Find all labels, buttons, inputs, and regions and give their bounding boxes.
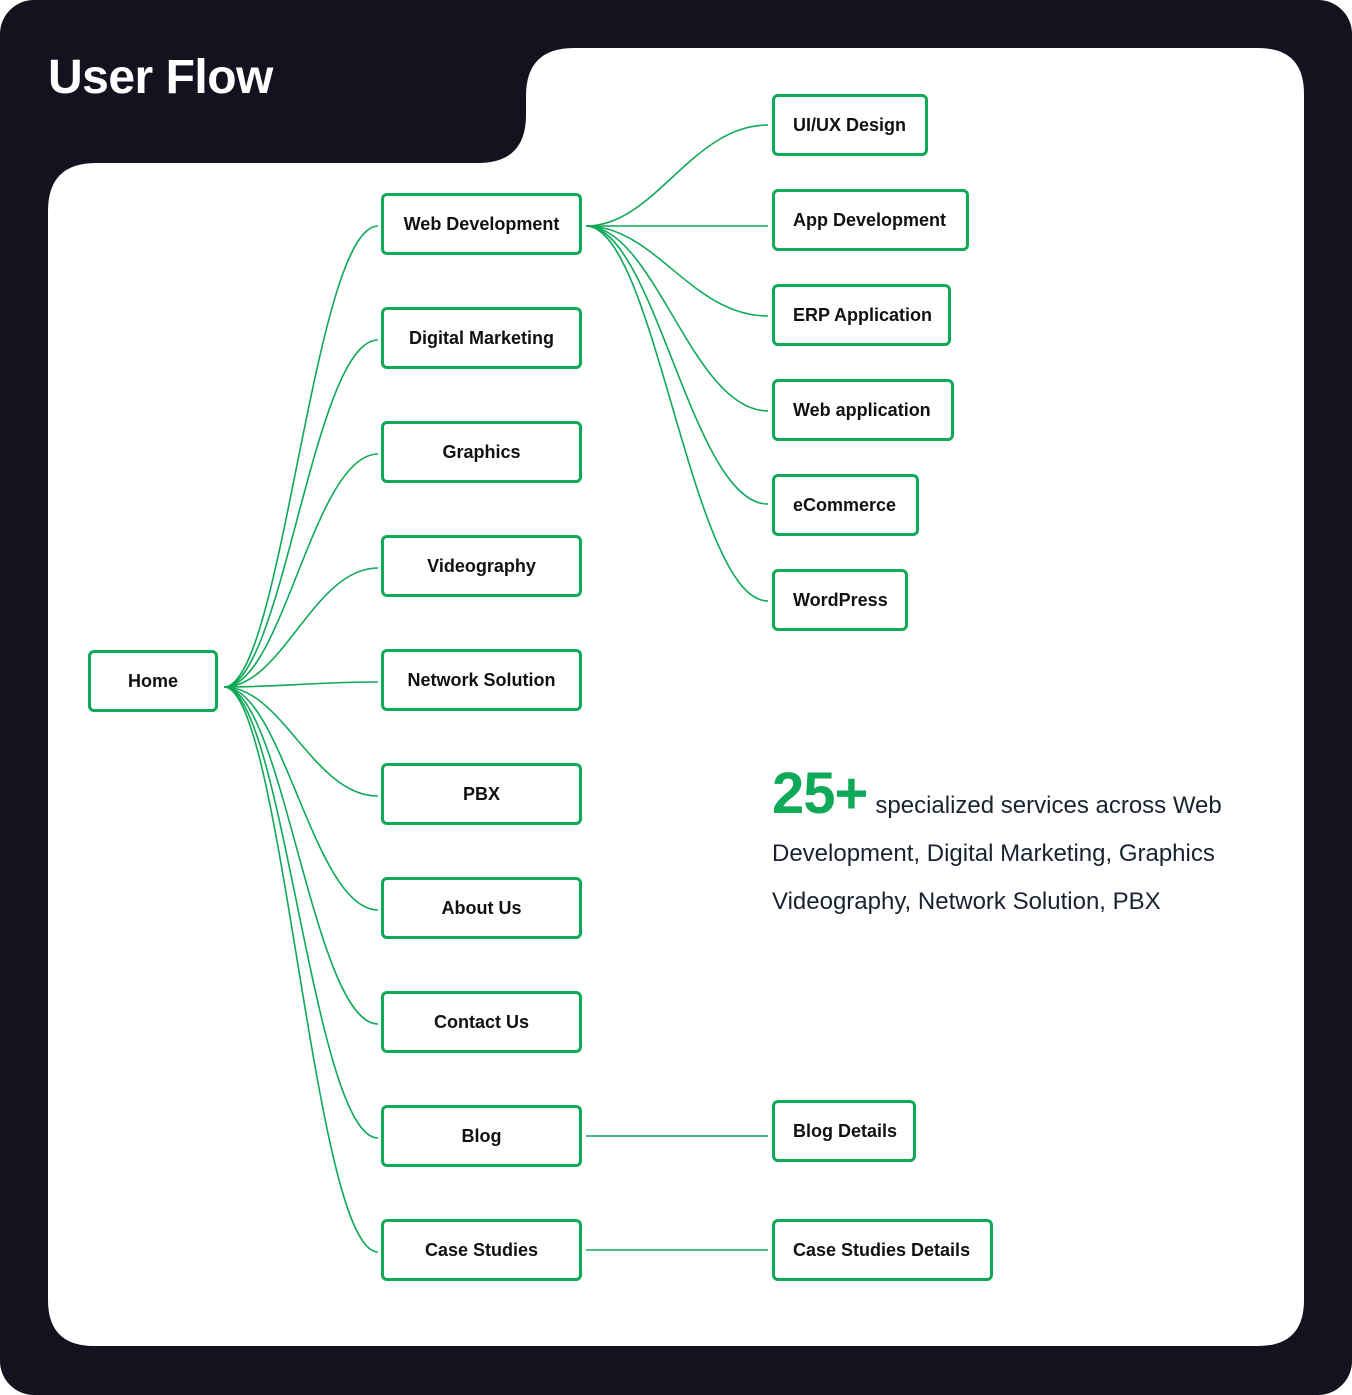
services-summary: 25+specialized services across Web Devel…: [772, 765, 1292, 926]
edge-web-development-to-child-2: [585, 225, 769, 317]
node-contact-us[interactable]: Contact Us: [381, 991, 582, 1053]
node-graphics[interactable]: Graphics: [381, 421, 582, 483]
node-network-solution[interactable]: Network Solution: [381, 649, 582, 711]
edge-home-to-section-7: [223, 686, 379, 1025]
node-web-development[interactable]: Web Development: [381, 193, 582, 255]
node-case-studies[interactable]: Case Studies: [381, 1219, 582, 1281]
page-title: User Flow: [48, 51, 273, 104]
connector-lines: [223, 124, 769, 1253]
edge-home-to-section-1: [223, 339, 379, 688]
edge-web-development-to-child-5: [585, 225, 769, 602]
node-videography[interactable]: Videography: [381, 535, 582, 597]
edge-home-to-section-4: [223, 681, 379, 688]
node-wordpress[interactable]: WordPress: [772, 569, 908, 631]
edge-home-to-section-6: [223, 686, 379, 911]
node-about-us[interactable]: About Us: [381, 877, 582, 939]
node-pbx[interactable]: PBX: [381, 763, 582, 825]
node-digital-marketing[interactable]: Digital Marketing: [381, 307, 582, 369]
edge-home-to-section-3: [223, 567, 379, 688]
edge-web-development-to-child-0: [585, 124, 769, 227]
edge-home-to-section-0: [223, 225, 379, 688]
node-blog[interactable]: Blog: [381, 1105, 582, 1167]
white-panel: [48, 48, 1304, 1346]
edge-home-to-section-8: [223, 686, 379, 1139]
services-count: 25+: [772, 761, 868, 826]
node-home[interactable]: Home: [88, 650, 218, 712]
edge-home-to-section-5: [223, 686, 379, 797]
edge-web-development-to-child-4: [585, 225, 769, 505]
edge-home-to-section-2: [223, 453, 379, 688]
node-blog-details[interactable]: Blog Details: [772, 1100, 916, 1162]
services-description: specialized services across Web Developm…: [772, 792, 1222, 915]
node-erp-application[interactable]: ERP Application: [772, 284, 951, 346]
node-app-development[interactable]: App Development: [772, 189, 969, 251]
edge-home-to-section-9: [223, 686, 379, 1253]
node-ecommerce[interactable]: eCommerce: [772, 474, 919, 536]
node-web-application[interactable]: Web application: [772, 379, 954, 441]
edge-web-development-to-child-3: [585, 225, 769, 412]
node-ui-ux-design[interactable]: UI/UX Design: [772, 94, 928, 156]
node-case-studies-details[interactable]: Case Studies Details: [772, 1219, 993, 1281]
